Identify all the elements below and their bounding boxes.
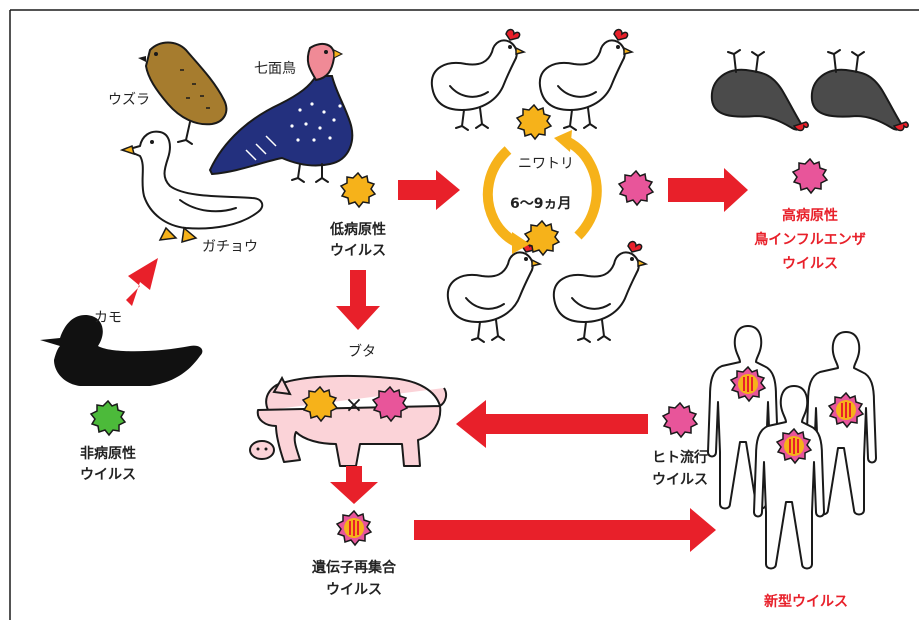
chicken-illustration-bottom-left [448, 242, 540, 343]
hpai-virus-icon [793, 159, 827, 193]
arrow-pig-to-reassortant [330, 466, 378, 504]
arrow-to-new-virus [414, 508, 716, 552]
pig-label: ブタ [348, 343, 376, 360]
goose-label: ガチョウ [202, 239, 258, 255]
arrow-human-to-pig [456, 400, 648, 448]
duck-label: カモ [94, 310, 122, 326]
hpai-label-line1: 高病原性 [782, 207, 838, 224]
arrow-to-chickens [398, 170, 460, 210]
nonpathogenic-label-line1: 非病原性 [80, 445, 136, 462]
reassortant-virus-icon [337, 511, 371, 545]
nonpathogenic-label-line2: ウイルス [80, 467, 136, 483]
period-label: 6〜9ヵ月 [510, 196, 571, 212]
dead-chicken-illustration-left [712, 50, 808, 131]
quail-illustration [138, 43, 226, 145]
reassortant-label-line2: ウイルス [326, 582, 382, 598]
chicken-illustration-top-left [432, 30, 524, 131]
hpai-virus-mid-icon [619, 171, 653, 205]
times-symbol: × [345, 393, 363, 418]
arrow-duck-to-poultry [126, 258, 158, 306]
reassortant-label-line1: 遺伝子再集合 [312, 559, 397, 576]
human-flu-label-line1: ヒト流行 [652, 449, 708, 466]
low-pathogenic-label-line1: 低病原性 [329, 221, 386, 238]
chicken-virus-top-icon [517, 105, 551, 139]
dead-chicken-illustration-right [812, 50, 908, 131]
arrow-to-pig [336, 270, 380, 330]
chicken-label: ニワトリ [518, 156, 574, 172]
arrow-to-hpai [668, 168, 748, 212]
hpai-label-line2: 鳥インフルエンザ [754, 231, 866, 248]
nonpathogenic-virus-icon [91, 401, 125, 435]
turkey-label: 七面鳥 [254, 61, 296, 77]
pig-illustration [250, 376, 446, 466]
human-flu-label-line2: ウイルス [652, 472, 708, 488]
low-pathogenic-virus-icon [341, 173, 375, 207]
chicken-illustration-top-right [540, 30, 632, 131]
chicken-illustration-bottom-right [554, 242, 646, 343]
low-pathogenic-label-line2: ウイルス [330, 243, 386, 259]
quail-label: ウズラ [108, 92, 150, 108]
new-virus-label: 新型ウイルス [764, 593, 848, 610]
hpai-label-line3: ウイルス [782, 256, 838, 272]
human-flu-virus-icon [663, 403, 697, 437]
